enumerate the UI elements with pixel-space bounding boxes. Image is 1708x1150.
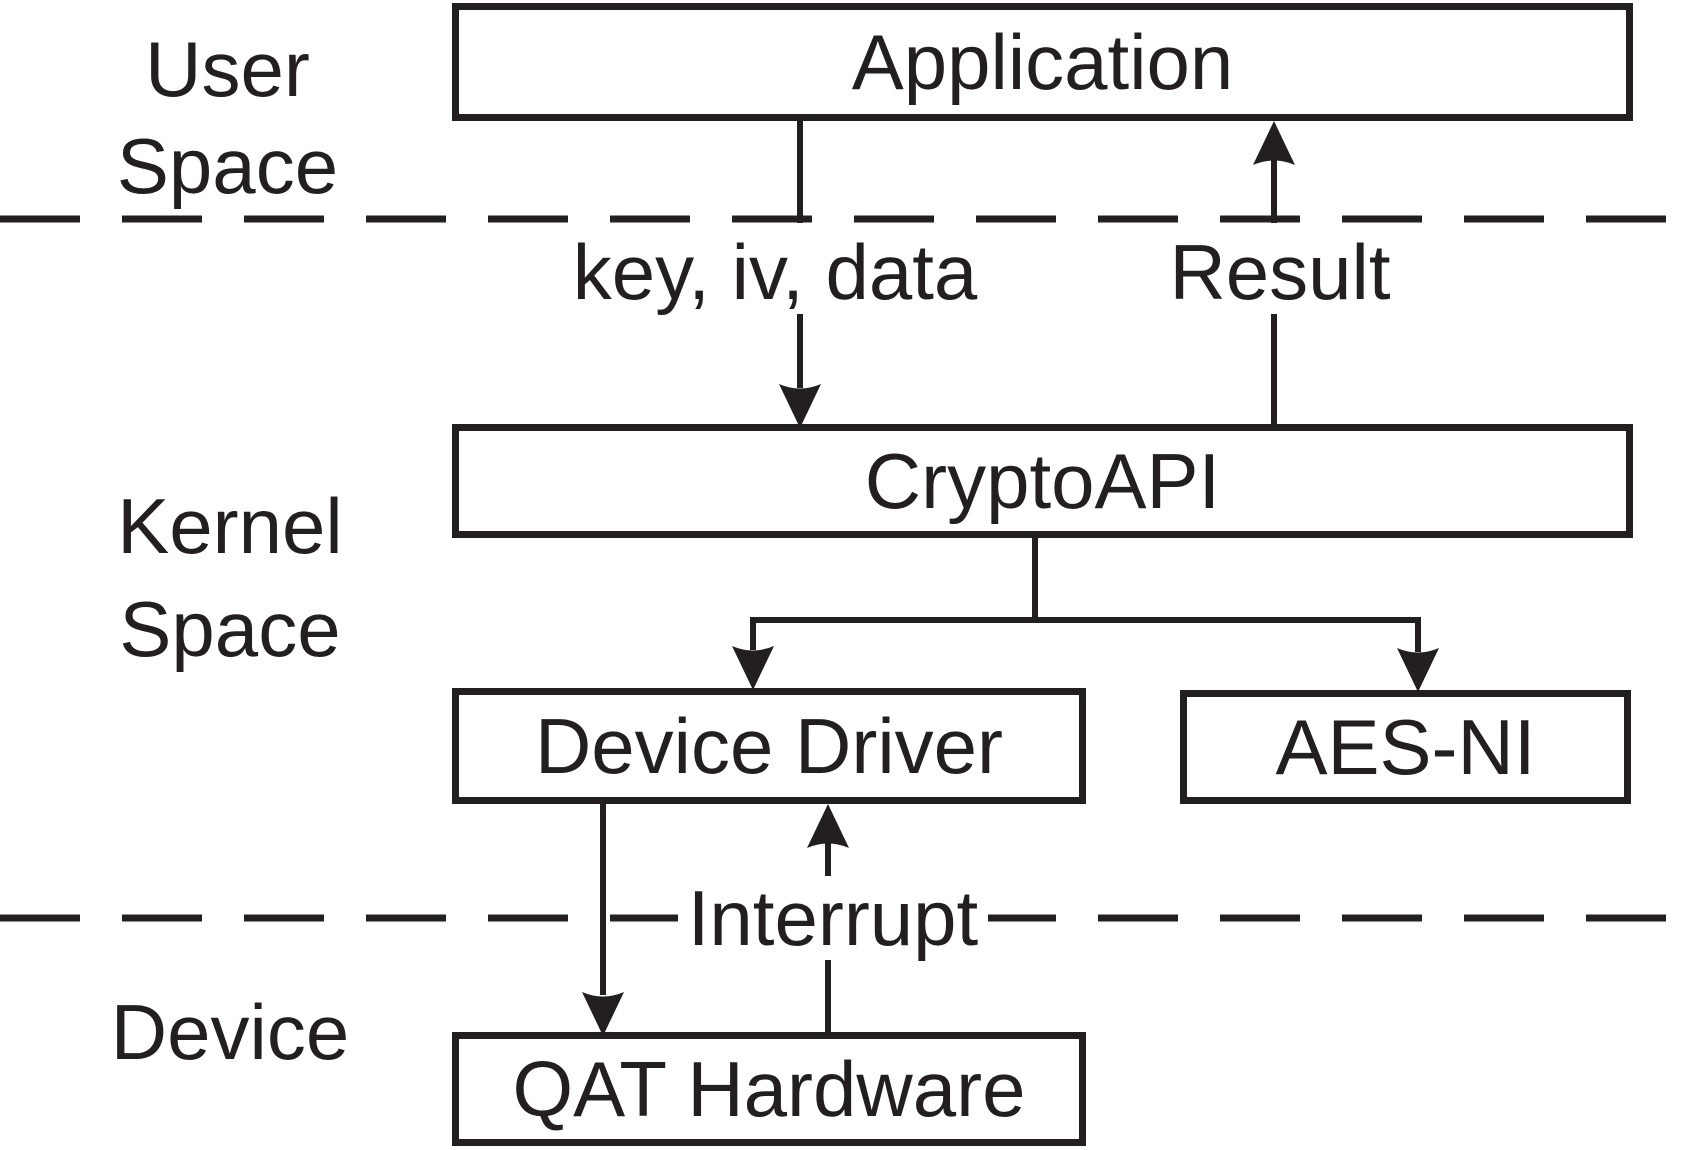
region-device-line1: Device [110,988,350,1076]
region-label-kernel-space: Kernel Space [85,475,375,681]
box-application: Application [452,3,1633,121]
arrowhead-into-aes-ni [1397,648,1439,692]
edge-label-interrupt: Interrupt [678,876,988,960]
arrowhead-into-application [1253,121,1295,165]
region-kernel-space-line1: Kernel [117,482,343,570]
arrowhead-into-device-driver [732,646,774,690]
box-device-driver-label: Device Driver [534,702,1004,790]
cryptoapi-branch-rail [750,617,1421,652]
box-qat-hardware: QAT Hardware [452,1032,1086,1146]
region-label-device: Device [85,990,375,1074]
box-aes-ni-label: AES-NI [1275,703,1536,791]
box-aes-ni: AES-NI [1180,690,1631,804]
edge-label-key-iv-data: key, iv, data [572,228,978,316]
box-cryptoapi: CryptoAPI [452,424,1633,538]
region-user-space-line2: Space [116,122,339,210]
region-kernel-space-line2: Space [119,585,341,673]
region-user-space-line1: User [145,25,310,113]
box-device-driver: Device Driver [452,688,1086,804]
arrowhead-interrupt-into-driver [807,804,849,848]
region-label-user-space: User Space [85,21,370,215]
edge-label-result: Result [1169,228,1391,316]
box-application-label: Application [851,18,1234,106]
box-qat-hardware-label: QAT Hardware [512,1045,1026,1133]
arrowhead-into-cryptoapi [779,384,821,428]
box-cryptoapi-label: CryptoAPI [864,437,1221,525]
arrowhead-into-qat [582,992,624,1036]
